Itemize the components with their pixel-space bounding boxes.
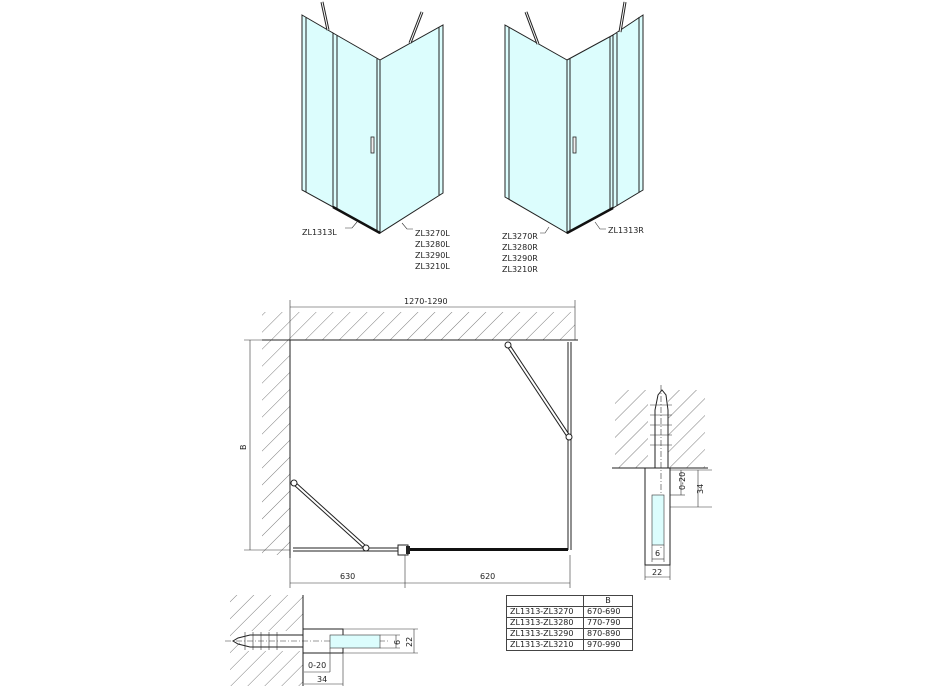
table-cell: 870-890 (583, 628, 633, 640)
iso-enclosure-left: ZL1313L ZL3270L ZL3280L ZL3290L ZL3210L (301, 1, 450, 271)
table-cell: 670-690 (583, 606, 633, 618)
table-header: B (583, 595, 633, 607)
label-code: ZL3210L (415, 262, 450, 271)
detail-wall-profile-horizontal: 6 22 0-20 34 (225, 595, 418, 686)
detail-wall-profile-vertical: 0-20 34 6 22 (612, 385, 712, 580)
dim: 22 (405, 637, 414, 647)
dim: 34 (696, 484, 705, 494)
label-door-right: ZL1313R (608, 226, 644, 235)
table-header-row: B (506, 595, 633, 607)
table-cell: ZL1313-ZL3270 (506, 606, 584, 618)
dim: 0-20 (308, 661, 326, 670)
dim: 6 (655, 549, 660, 558)
table-header (506, 595, 584, 607)
plan-view: 1270-1290 B 630 620 (239, 297, 580, 588)
door-handle (370, 136, 375, 154)
label-code: ZL3210R (502, 265, 538, 274)
dim-right: 620 (480, 572, 495, 581)
label-code: ZL3270R (502, 232, 538, 241)
wall-top (262, 312, 575, 340)
wall-left (262, 340, 290, 555)
dim-depth: B (239, 445, 248, 451)
wall-plug (654, 389, 669, 468)
table-cell: 770-790 (583, 617, 633, 629)
dim-left: 630 (340, 572, 355, 581)
dim-width: 1270-1290 (404, 297, 448, 306)
table-cell: ZL1313-ZL3210 (506, 639, 584, 651)
label-code: ZL3290L (415, 251, 450, 260)
iso-enclosure-right: ZL3270R ZL3280R ZL3290R ZL3210R ZL1313R (502, 1, 644, 274)
door-handle (572, 136, 577, 154)
dim: 34 (317, 675, 327, 684)
label-code: ZL3270L (415, 229, 450, 238)
table-cell: ZL1313-ZL3280 (506, 617, 584, 629)
label-code: ZL3280R (502, 243, 538, 252)
dim: 22 (652, 568, 662, 577)
label-code: ZL3280L (415, 240, 450, 249)
dim: 0-20 (678, 472, 687, 490)
label-door-left: ZL1313L (302, 228, 337, 237)
label-code: ZL3290R (502, 254, 538, 263)
table-cell: ZL1313-ZL3290 (506, 628, 584, 640)
table-cell: 970-990 (583, 639, 633, 651)
dim: 6 (393, 640, 402, 645)
